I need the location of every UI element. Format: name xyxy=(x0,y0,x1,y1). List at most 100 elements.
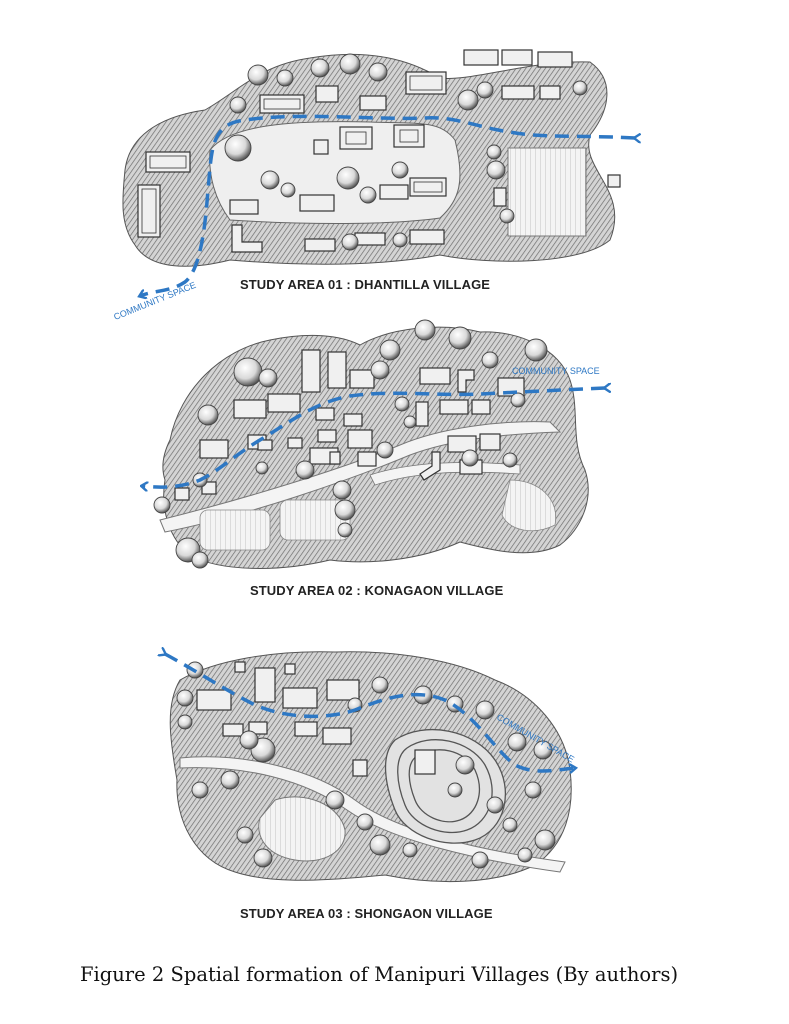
house xyxy=(229,199,259,215)
tree xyxy=(325,790,345,810)
house xyxy=(439,399,469,415)
house xyxy=(301,349,321,393)
tree xyxy=(379,339,401,361)
house xyxy=(315,407,335,421)
house xyxy=(347,429,373,449)
house xyxy=(409,177,447,197)
house xyxy=(607,174,621,188)
house xyxy=(501,85,535,100)
house xyxy=(322,727,352,745)
house xyxy=(339,126,373,150)
tree xyxy=(414,319,436,341)
house xyxy=(352,759,368,777)
house xyxy=(254,667,276,703)
tree xyxy=(176,689,194,707)
tree xyxy=(260,170,280,190)
tree xyxy=(280,182,296,198)
tree xyxy=(502,817,518,833)
house xyxy=(222,723,244,737)
house xyxy=(379,184,409,200)
tree xyxy=(341,233,359,251)
tree xyxy=(486,796,504,814)
house xyxy=(463,49,499,66)
tree xyxy=(229,96,247,114)
tree xyxy=(392,232,408,248)
house xyxy=(284,663,296,675)
house xyxy=(199,439,229,459)
tree xyxy=(191,551,209,569)
study-area-02-title: STUDY AREA 02 : KONAGAON VILLAGE xyxy=(250,583,504,598)
house xyxy=(537,51,573,68)
tree xyxy=(499,208,515,224)
tree xyxy=(502,452,518,468)
study-area-01-map xyxy=(110,20,650,340)
tree xyxy=(295,460,315,480)
house xyxy=(405,71,447,95)
house xyxy=(234,661,246,673)
tree xyxy=(534,829,556,851)
house xyxy=(174,487,190,501)
tree xyxy=(517,847,533,863)
house xyxy=(539,85,561,100)
house xyxy=(493,187,507,207)
tree xyxy=(486,160,506,180)
tree xyxy=(153,496,171,514)
house xyxy=(196,689,232,711)
tree xyxy=(369,834,391,856)
tree xyxy=(310,58,330,78)
tree xyxy=(376,441,394,459)
house xyxy=(287,437,303,449)
house xyxy=(447,435,477,453)
house xyxy=(282,687,318,709)
tree xyxy=(197,404,219,426)
house xyxy=(137,184,161,238)
tree xyxy=(337,522,353,538)
tree xyxy=(334,499,356,521)
tree xyxy=(448,326,472,350)
house xyxy=(315,85,339,103)
house xyxy=(233,399,267,419)
tree xyxy=(524,781,542,799)
house xyxy=(479,433,501,451)
tree xyxy=(253,848,273,868)
tree xyxy=(336,166,360,190)
tree xyxy=(177,714,193,730)
tree xyxy=(339,53,361,75)
community-path xyxy=(142,388,605,487)
house xyxy=(299,194,335,212)
study-area-02-path-label: COMMUNITY SPACE xyxy=(512,366,600,376)
tree xyxy=(236,826,254,844)
field xyxy=(199,509,271,551)
house xyxy=(393,124,425,148)
tree xyxy=(332,480,352,500)
tree xyxy=(276,69,294,87)
tree xyxy=(239,730,259,750)
tree xyxy=(220,770,240,790)
tree xyxy=(476,81,494,99)
house xyxy=(349,369,375,389)
tree xyxy=(486,144,502,160)
house xyxy=(304,238,336,252)
tree xyxy=(224,134,252,162)
community-path xyxy=(140,114,635,296)
house xyxy=(317,429,337,443)
tree xyxy=(481,351,499,369)
house xyxy=(313,139,329,155)
tree xyxy=(447,782,463,798)
tree xyxy=(471,851,489,869)
tree xyxy=(233,357,263,387)
tree xyxy=(368,62,388,82)
tree xyxy=(461,449,479,467)
tree xyxy=(391,161,409,179)
house xyxy=(259,94,305,114)
house xyxy=(294,721,318,737)
house xyxy=(501,49,533,66)
tree xyxy=(370,360,390,380)
house xyxy=(419,367,451,385)
field xyxy=(279,499,351,541)
house xyxy=(471,399,491,415)
study-area-02-map xyxy=(140,310,620,590)
tree xyxy=(258,368,278,388)
figure-caption: Figure 2 Spatial formation of Manipuri V… xyxy=(80,963,679,986)
house xyxy=(267,393,301,413)
